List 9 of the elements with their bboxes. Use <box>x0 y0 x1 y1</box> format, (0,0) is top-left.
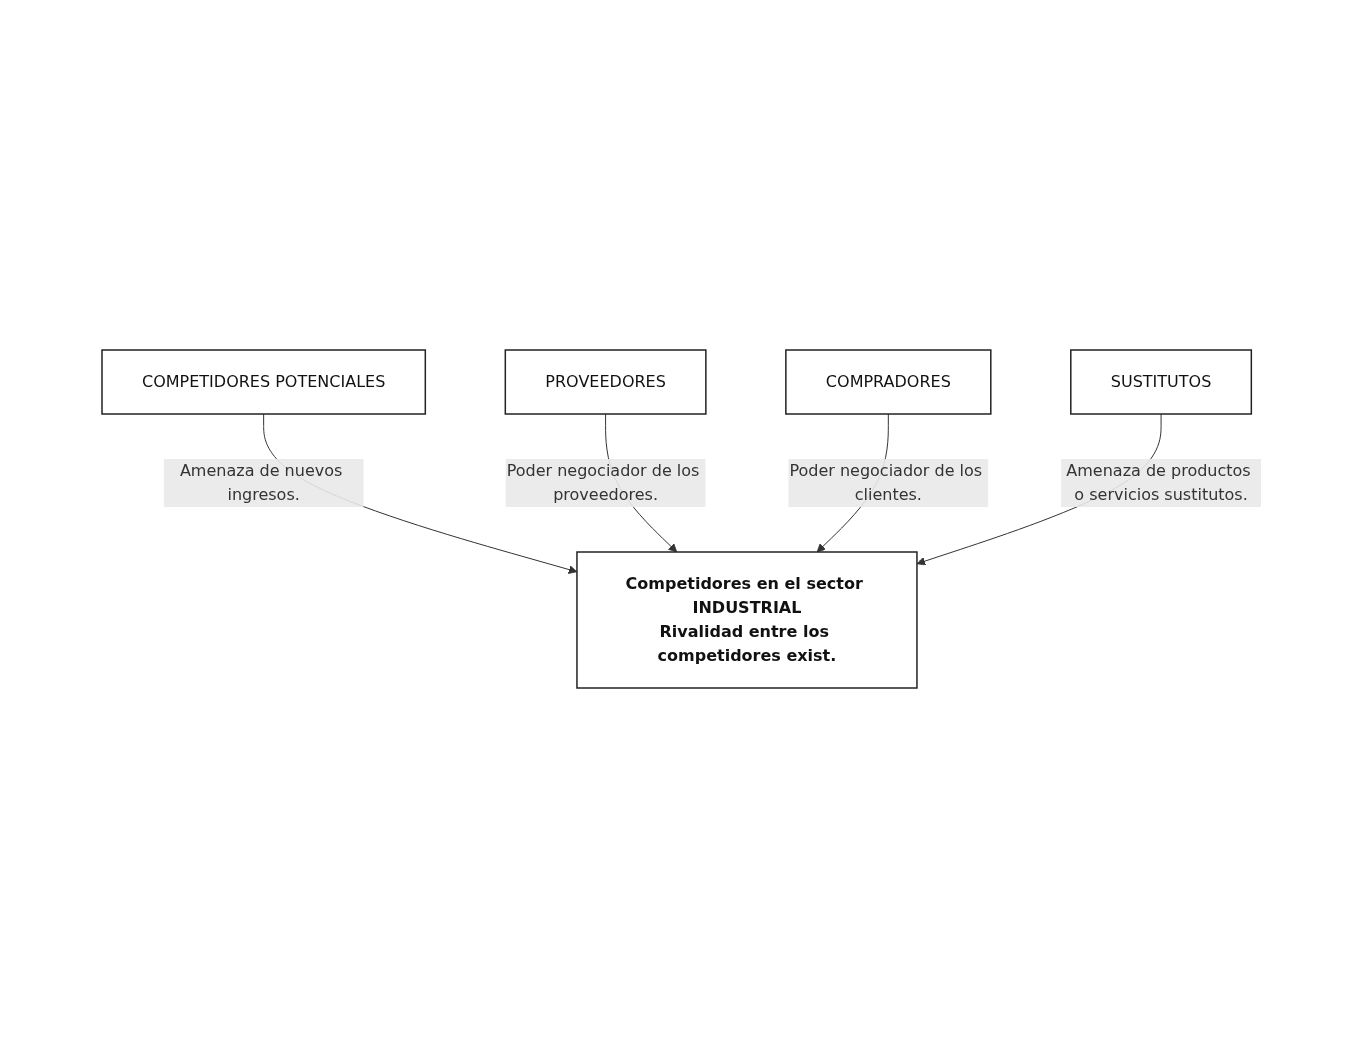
edge-label: Amenaza de productos o servicios sustitutos. <box>1066 461 1251 504</box>
edge-label: Poder negociador de los proveedores. <box>506 461 700 504</box>
node-box: Competidores en el sector INDUSTRIAL Rivalidad entre los competidores exist. <box>576 551 918 689</box>
edge-label: Poder negociador de los clientes. <box>789 461 983 504</box>
node-box: COMPRADORES <box>785 349 992 415</box>
edge-label: Amenaza de nuevos ingresos. <box>179 461 343 504</box>
node-box: SUSTITUTOS <box>1070 349 1253 415</box>
node-box: COMPETIDORES POTENCIALES <box>101 349 427 415</box>
node-box: PROVEEDORES <box>504 349 707 415</box>
